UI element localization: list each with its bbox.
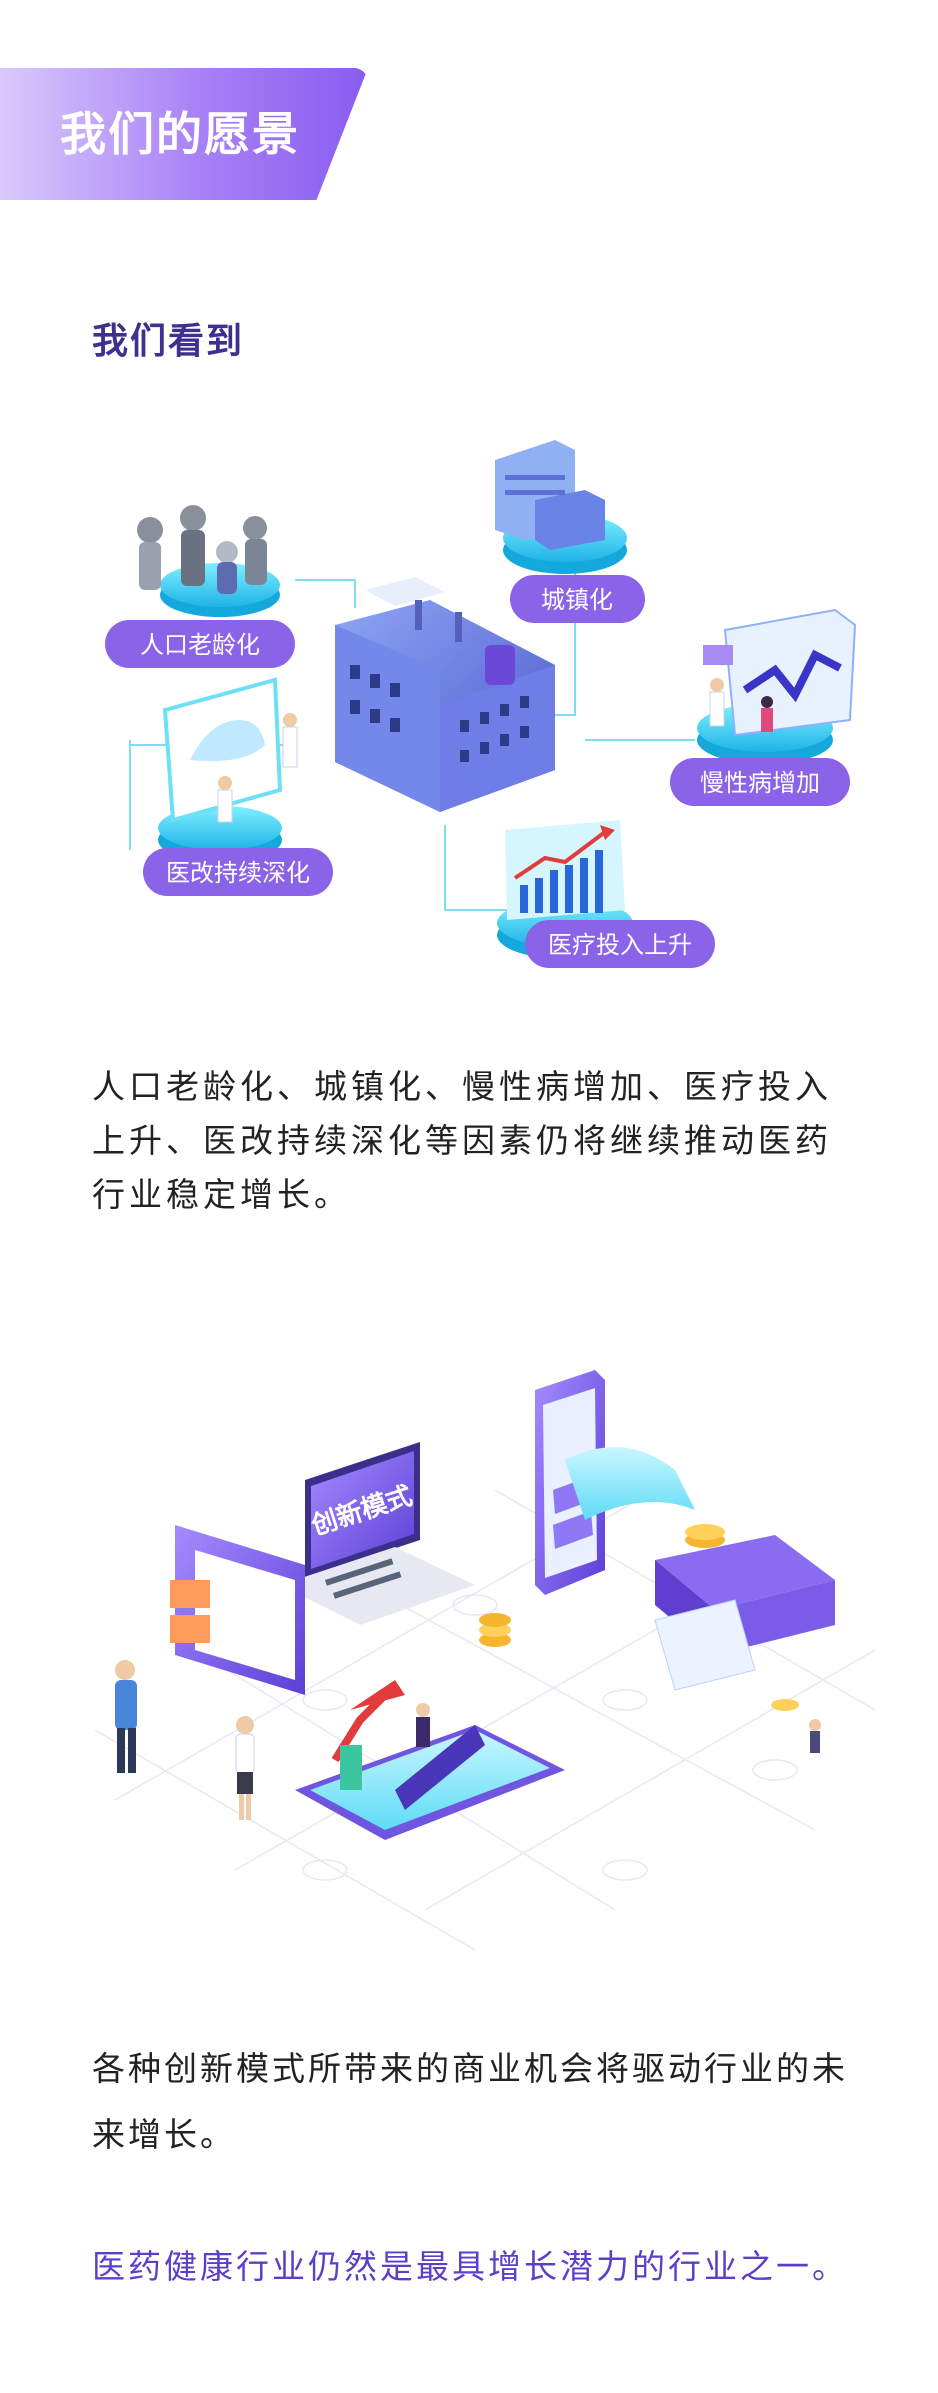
- drivers-illustration: 人口老龄化 城镇化 慢性病增加 医改持续深化 医疗投入上升: [105, 440, 857, 968]
- svg-text:人口老龄化: 人口老龄化: [140, 631, 260, 659]
- paragraph-drivers: 人口老龄化、城镇化、慢性病增加、医疗投入上升、医改持续深化等因素仍将继续推动医药…: [92, 1067, 832, 1214]
- label-chronic-disease: 慢性病增加: [670, 758, 850, 806]
- svg-text:医疗投入上升: 医疗投入上升: [548, 931, 692, 959]
- label-investment: 医疗投入上升: [525, 920, 715, 968]
- printer-icon: [654, 1524, 835, 1711]
- aging-icon: [137, 505, 280, 617]
- paragraph-conclusion: 医药健康行业仍然是最具增长潜力的行业之一。: [92, 2247, 848, 2286]
- svg-text:城镇化: 城镇化: [541, 586, 613, 614]
- header-banner: [0, 68, 368, 200]
- innovation-illustration: 创新模式: [95, 1370, 875, 1951]
- healthcare-reform-icon: [158, 677, 298, 862]
- phone-icon: [535, 1370, 695, 1595]
- factory-icon: [335, 577, 555, 812]
- section-heading: 我们看到: [92, 321, 245, 362]
- label-healthcare-reform: 医改持续深化: [143, 848, 333, 896]
- person-figure-right: [809, 1719, 821, 1753]
- banner-title: 我们的愿景: [60, 107, 300, 161]
- label-urbanization: 城镇化: [510, 575, 645, 623]
- laptop-icon: [280, 1442, 475, 1625]
- card-panel-icon: [170, 1525, 305, 1695]
- person-figure-center: [235, 1716, 255, 1820]
- growth-tablet-icon: [295, 1613, 565, 1840]
- urbanization-icon: [495, 440, 627, 574]
- label-aging: 人口老龄化: [105, 620, 295, 668]
- svg-text:医改持续深化: 医改持续深化: [166, 859, 310, 887]
- svg-text:慢性病增加: 慢性病增加: [700, 769, 820, 797]
- person-figure-left: [115, 1660, 137, 1773]
- paragraph-innovation: 各种创新模式所带来的商业机会将驱动行业的未来增长。: [92, 2049, 848, 2154]
- chronic-disease-icon: [697, 608, 857, 764]
